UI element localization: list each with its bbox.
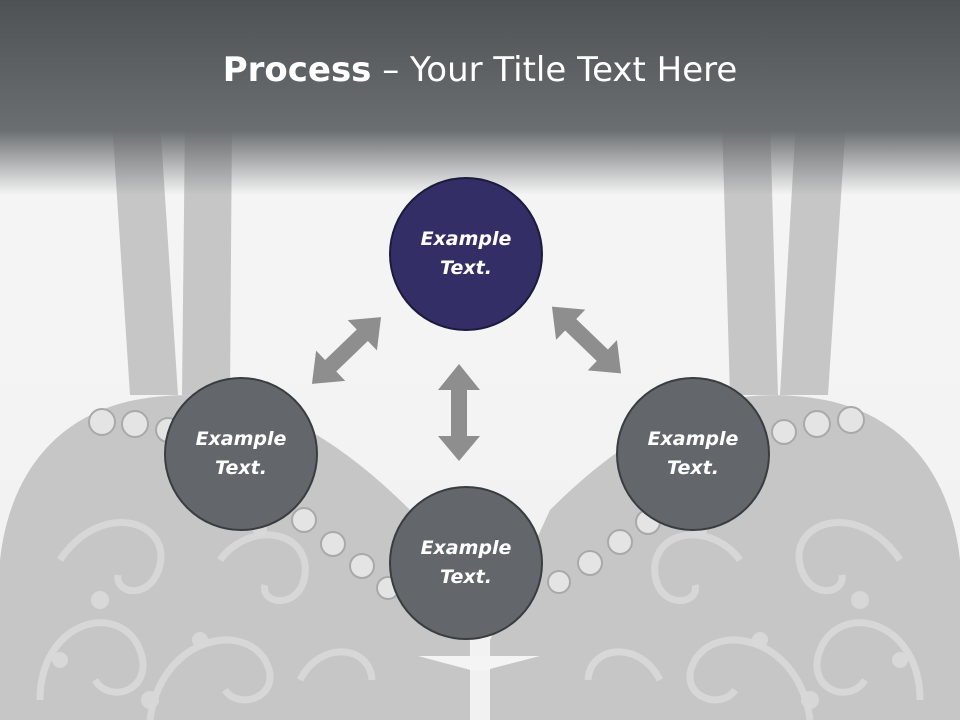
arrow-left-diagonal — [311, 317, 382, 384]
title-bold: Process — [222, 50, 372, 90]
title-rest: – Your Title Text Here — [371, 50, 738, 90]
jewel-trim — [88, 406, 865, 600]
node-top-label: Example Text. — [420, 228, 512, 279]
center-notch — [418, 656, 540, 672]
node-right: Example Text. — [616, 377, 770, 531]
node-bottom: Example Text. — [389, 486, 543, 640]
right-cup — [490, 395, 960, 720]
node-left-label: Example Text. — [195, 428, 287, 479]
left-cup — [0, 395, 470, 720]
title-band — [0, 0, 960, 195]
swirl-decoration — [36, 519, 924, 720]
swirl-dots — [52, 523, 908, 709]
node-left: Example Text. — [164, 377, 318, 531]
node-right-label: Example Text. — [647, 428, 739, 479]
page-title: Process – Your Title Text Here — [0, 50, 960, 90]
node-bottom-label: Example Text. — [420, 537, 512, 588]
arrow-right-diagonal — [551, 306, 622, 374]
node-top: Example Text. — [389, 177, 543, 331]
arrow-center-vertical — [438, 364, 480, 461]
